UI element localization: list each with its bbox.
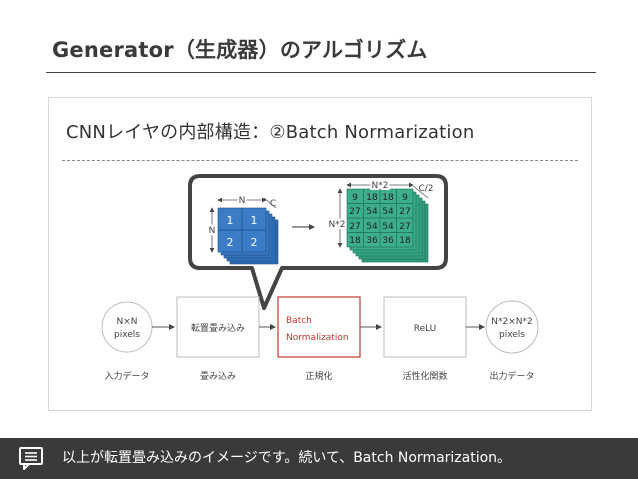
output-node-label-line1: N*2×N*2 <box>491 317 532 327</box>
output-cell-3-0: 18 <box>349 236 361 246</box>
output-cell-0-3: 9 <box>402 193 408 203</box>
pipeline-batchnorm-node: Batch Normalization <box>277 296 361 358</box>
output-cell-3-2: 36 <box>382 236 394 246</box>
title-divider <box>46 72 596 73</box>
pipeline-output-node: N*2×N*2 pixels <box>485 300 539 354</box>
output-cell-1-3: 27 <box>399 207 410 217</box>
input-depth-label: C <box>270 199 276 209</box>
slide-title: Generator（生成器）のアルゴリズム <box>52 38 428 62</box>
input-cell-1-0: 2 <box>227 236 234 249</box>
pipeline-transposed-conv-node: 転置畳み込み <box>176 296 260 358</box>
output-cell-2-3: 27 <box>399 222 410 232</box>
input-tensor: 1 1 2 2 N N C <box>207 194 279 265</box>
caption-bar: 以上が転置畳み込みのイメージです。続いて、Batch Normarization… <box>0 438 638 479</box>
input-width-label: N <box>239 196 246 206</box>
batchnorm-label-line1: Batch <box>286 316 312 326</box>
output-cell-0-0: 9 <box>352 193 358 203</box>
output-depth-label: C/2 <box>418 184 433 194</box>
pipeline-input-node: N×N pixels <box>101 301 153 353</box>
input-cell-1-1: 2 <box>251 236 258 249</box>
input-height-label: N <box>209 226 216 236</box>
output-cell-0-2: 18 <box>382 193 394 203</box>
dashed-divider <box>62 160 578 161</box>
relu-label: ReLU <box>414 324 437 334</box>
pipeline-relu-node: ReLU <box>383 296 467 358</box>
pipeline-conv-caption: 畳み込み <box>200 371 236 382</box>
output-cell-0-1: 18 <box>366 193 378 203</box>
output-width-label: N*2 <box>372 181 389 191</box>
output-cell-1-2: 54 <box>382 207 394 217</box>
output-cell-2-2: 54 <box>382 222 394 232</box>
batchnorm-label-line2: Normalization <box>286 333 349 343</box>
output-cell-3-1: 36 <box>366 236 378 246</box>
input-node-label-line2: pixels <box>114 330 140 340</box>
output-cell-2-0: 27 <box>349 222 360 232</box>
pipeline-activation-caption: 活性化関数 <box>402 370 447 382</box>
pipeline-norm-caption: 正規化 <box>305 370 332 382</box>
input-cell-0-1: 1 <box>251 214 258 227</box>
pipeline-output-caption: 出力データ <box>489 370 534 382</box>
output-cell-1-1: 54 <box>366 207 378 217</box>
panel-subtitle: CNNレイヤの内部構造：②Batch Normarization <box>66 122 475 143</box>
caption-text: 以上が転置畳み込みのイメージです。続いて、Batch Normarization… <box>62 450 512 466</box>
input-node-label-line1: N×N <box>116 317 137 327</box>
output-height-label: N*2 <box>329 220 346 230</box>
output-cell-3-3: 18 <box>399 236 411 246</box>
comment-icon <box>19 447 43 470</box>
output-cell-2-1: 54 <box>366 222 378 232</box>
output-tensor: 9 18 18 9 27 54 54 27 27 54 54 27 18 36 … <box>327 179 434 263</box>
output-cell-1-0: 27 <box>349 207 360 217</box>
output-node-label-line2: pixels <box>499 330 525 340</box>
input-cell-0-0: 1 <box>227 214 234 227</box>
transposed-conv-label: 転置畳み込み <box>191 323 245 334</box>
pipeline-input-caption: 入力データ <box>104 370 149 382</box>
